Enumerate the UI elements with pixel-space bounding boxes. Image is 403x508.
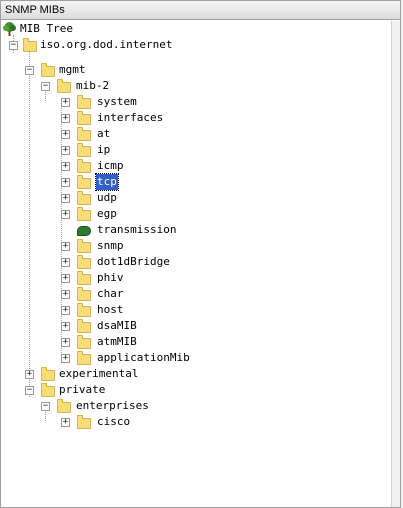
expand-icon[interactable]: + [61, 321, 70, 331]
tree-node-label: applicationMib [97, 351, 190, 364]
folder-icon [77, 239, 91, 253]
expand-icon[interactable]: + [61, 241, 70, 251]
folder-icon [57, 399, 71, 413]
expand-icon[interactable]: + [61, 193, 70, 203]
tree-node-label: interfaces [97, 111, 164, 124]
expand-icon[interactable]: + [61, 289, 70, 299]
collapse-icon[interactable]: − [41, 401, 50, 411]
expand-icon[interactable]: + [61, 97, 70, 107]
expand-icon[interactable]: + [61, 113, 70, 123]
collapse-icon[interactable]: − [25, 65, 34, 75]
leaf-icon [77, 226, 91, 236]
folder-icon [41, 367, 55, 381]
tree-root-label: MIB Tree [20, 22, 73, 35]
folder-icon [41, 383, 55, 397]
tree-node-label-selected: tcp [95, 173, 119, 191]
folder-icon [77, 255, 91, 269]
tree-node-label: mib-2 [76, 79, 110, 92]
tree-node-label: system [97, 95, 137, 108]
tree-node-label: private [59, 383, 106, 396]
expand-icon[interactable]: + [61, 353, 70, 363]
expand-icon[interactable]: + [61, 145, 70, 155]
tree-node-label: enterprises [76, 399, 149, 412]
expand-icon[interactable]: + [61, 337, 70, 347]
expand-icon[interactable]: + [61, 161, 70, 171]
expand-icon[interactable]: + [61, 129, 70, 139]
folder-icon [77, 111, 91, 125]
tree-icon [3, 22, 16, 36]
tree-node-label: transmission [97, 223, 177, 236]
tree-node-label: iso.org.dod.internet [40, 38, 173, 51]
collapse-icon[interactable]: − [41, 81, 50, 91]
tree-node-label: host [97, 303, 124, 316]
folder-icon [77, 271, 91, 285]
collapse-icon[interactable]: − [9, 40, 18, 50]
folder-icon [77, 95, 91, 109]
tree-node-label: cisco [97, 415, 131, 428]
folder-icon [77, 415, 91, 429]
folder-icon [77, 319, 91, 333]
expand-icon[interactable]: + [61, 417, 70, 427]
folder-icon [77, 175, 91, 189]
expand-icon[interactable]: + [61, 273, 70, 283]
folder-icon [77, 351, 91, 365]
folder-icon [77, 191, 91, 205]
tree-node-label: icmp [97, 159, 124, 172]
folder-icon [77, 127, 91, 141]
folder-icon [77, 335, 91, 349]
tree-node-label: phiv [97, 271, 124, 284]
folder-icon [77, 159, 91, 173]
tree-node-label: atmMIB [97, 335, 137, 348]
tree-node-label: egp [97, 207, 117, 220]
tree-node-label: mgmt [59, 63, 86, 76]
tree-node-label: experimental [59, 367, 139, 380]
tree-node-label: char [97, 287, 124, 300]
tree-node-label: ip [97, 143, 111, 156]
expand-icon[interactable]: + [61, 305, 70, 315]
folder-icon [23, 38, 37, 52]
vertical-scrollbar[interactable] [391, 21, 400, 507]
folder-icon [77, 287, 91, 301]
tree-node-label: snmp [97, 239, 124, 252]
folder-icon [77, 207, 91, 221]
tree-node-label: udp [97, 191, 117, 204]
expand-icon[interactable]: + [61, 257, 70, 267]
folder-icon [57, 79, 71, 93]
tree-node-label: dsaMIB [97, 319, 137, 332]
expand-icon[interactable]: + [61, 209, 70, 219]
expand-icon[interactable]: + [61, 177, 70, 187]
expand-icon[interactable]: + [25, 369, 34, 379]
folder-icon [41, 63, 55, 77]
folder-icon [77, 143, 91, 157]
tree-node-label: at [97, 127, 111, 140]
mib-tree: MIB Tree − iso.org.dod.internet − mgmt −… [1, 21, 391, 501]
tree-node-label: dot1dBridge [97, 255, 170, 268]
panel-title: SNMP MIBs [1, 1, 400, 20]
folder-icon [77, 303, 91, 317]
collapse-icon[interactable]: − [25, 385, 34, 395]
